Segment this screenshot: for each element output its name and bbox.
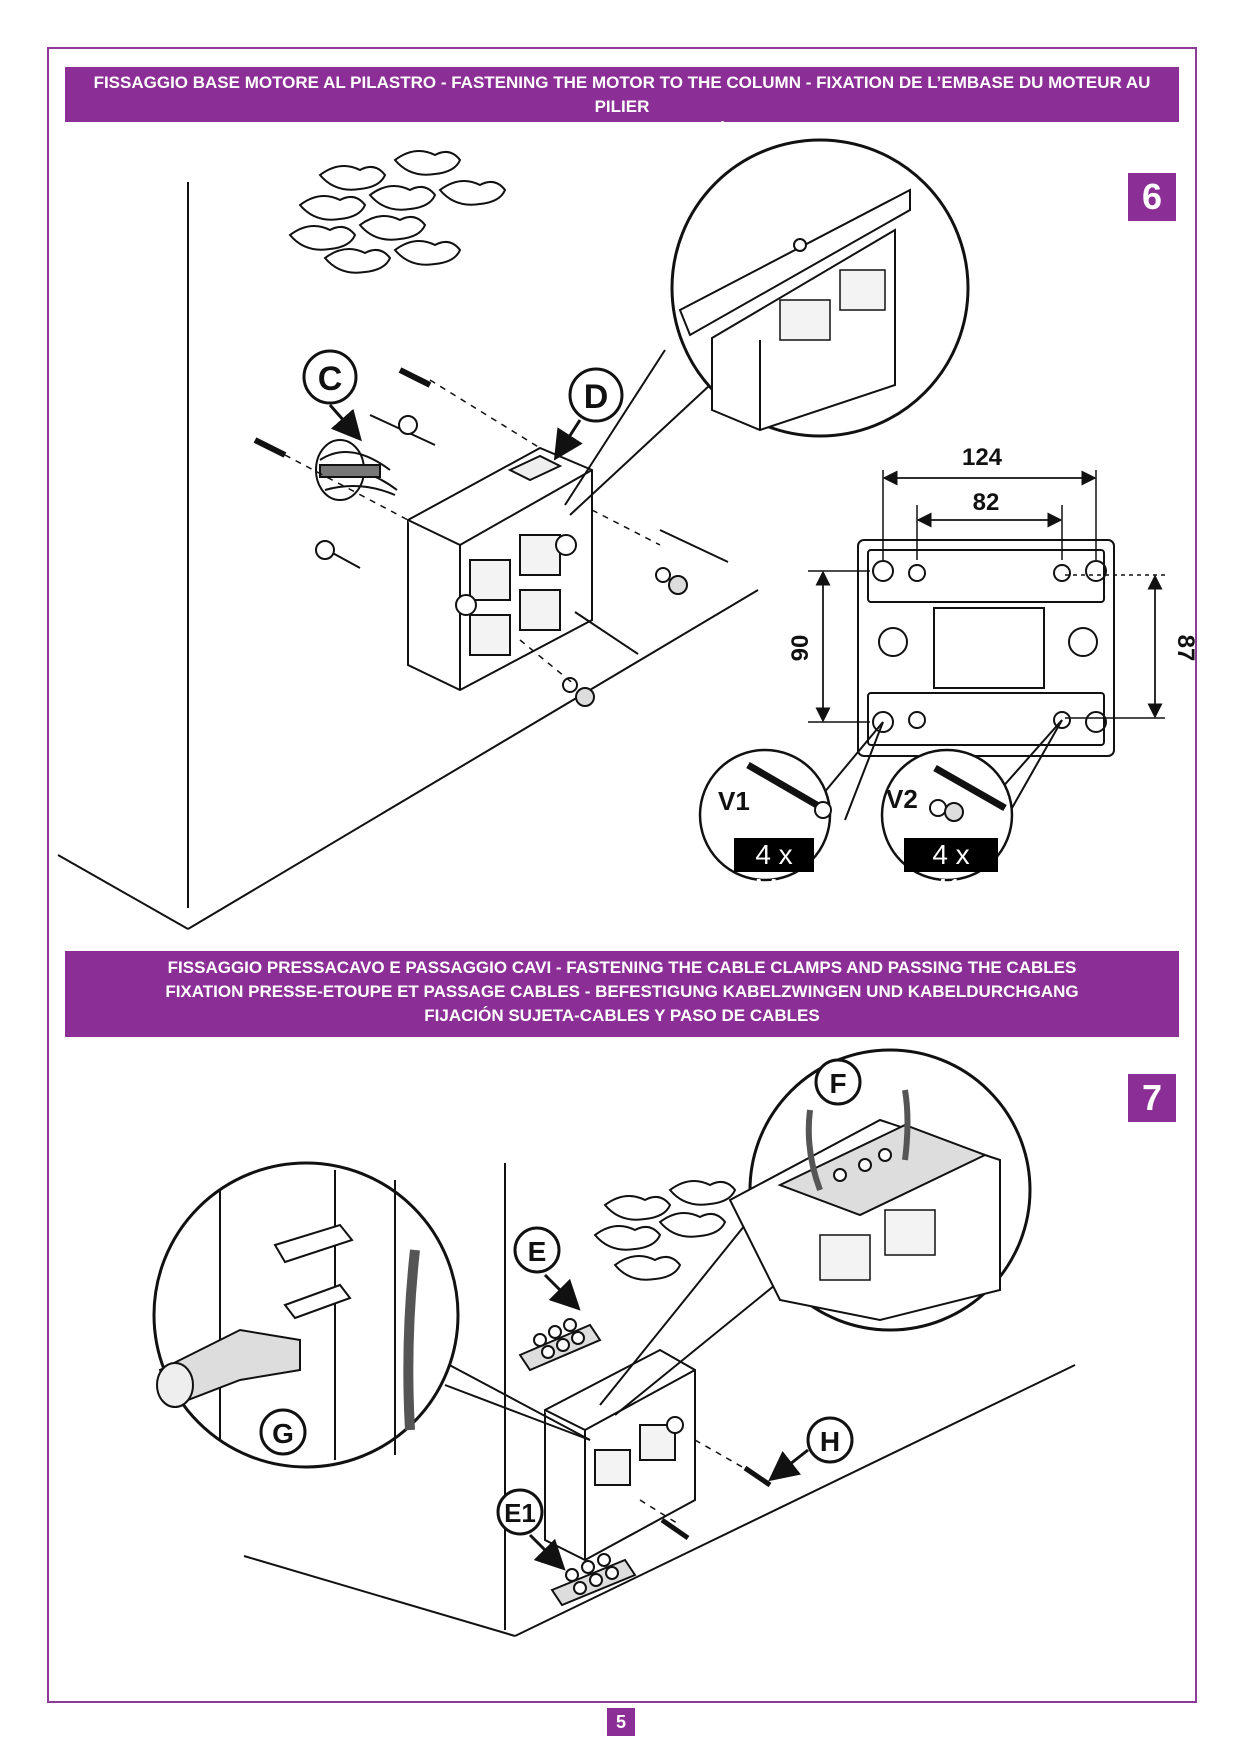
section-6-title-line-2: BEFESTIGUNG DER MOTORGRUNDPLATTE AM PFEI… <box>180 121 1064 140</box>
step-number-6: 6 <box>1128 173 1176 221</box>
cable-bundle <box>315 439 398 501</box>
callout-h-label: H <box>820 1426 840 1457</box>
callout-c-label: C <box>318 360 343 398</box>
section-6-title-banner: FISSAGGIO BASE MOTORE AL PILASTRO - FAST… <box>65 67 1179 140</box>
section-7-title-line-3: FIJACIÓN SUJETA-CABLES Y PASO DE CABLES <box>424 1006 820 1025</box>
section-6-title-line-1: FISSAGGIO BASE MOTORE AL PILASTRO - FAST… <box>93 73 1151 116</box>
screw-v2-spec: 4 x M10 <box>904 838 998 904</box>
base-plate-technical-drawing <box>857 539 1115 757</box>
callout-e: E <box>513 1226 581 1311</box>
section-7-title-line-1: FISSAGGIO PRESSACAVO E PASSAGGIO CAVI - … <box>167 958 1077 977</box>
stone-texture-7 <box>593 1180 737 1281</box>
motor-base-plate <box>407 446 593 692</box>
motor-base-plate-7 <box>544 1348 696 1562</box>
dimension-90: 90 <box>787 635 814 662</box>
callout-g-label: G <box>272 1418 294 1449</box>
magnifier-cable-clamp-detail <box>152 1161 591 1469</box>
callout-f-label: F <box>829 1068 846 1099</box>
dimension-82: 82 <box>973 489 1000 516</box>
column-outline <box>57 182 759 930</box>
cable-gland-e <box>518 1318 602 1372</box>
callout-h: H <box>768 1416 854 1482</box>
callout-e1-label: E1 <box>504 1498 536 1528</box>
callout-d: D <box>553 367 624 461</box>
page-frame <box>47 47 1197 1703</box>
dimension-lines <box>808 470 1165 723</box>
cable-gland-e1 <box>550 1553 637 1607</box>
screw-v2-label: V2 <box>886 784 918 814</box>
section-7-title-line-2: FIXATION PRESSE-ETOUPE ET PASSAGE CABLES… <box>165 982 1079 1001</box>
page-number: 5 <box>607 1708 635 1736</box>
callout-e1: E1 <box>496 1488 566 1571</box>
section-7-title-banner: FISSAGGIO PRESSACAVO E PASSAGGIO CAVI - … <box>65 951 1179 1037</box>
stone-texture-6 <box>288 150 507 274</box>
column-outline-7 <box>243 1163 1076 1637</box>
dimension-87: 87 <box>1172 635 1199 662</box>
step-number-7: 7 <box>1128 1074 1176 1122</box>
magnifier-cable-gland-detail <box>599 1048 1032 1416</box>
callout-g: G <box>259 1408 307 1456</box>
fixing-screws-7 <box>660 1465 772 1541</box>
dashed-alignment-lines-6 <box>284 379 661 686</box>
callout-f: F <box>814 1058 862 1106</box>
callout-e-label: E <box>528 1236 547 1267</box>
callout-d-label: D <box>584 378 609 416</box>
wall-anchors-and-screws <box>253 367 729 707</box>
screw-v1-label: V1 <box>718 786 750 816</box>
screw-v1-spec: 4 x M8 <box>734 838 814 904</box>
dashed-alignment-lines-7 <box>639 1439 766 1526</box>
dimension-124: 124 <box>962 444 1003 471</box>
callout-c: C <box>302 349 362 442</box>
magnifier-level-detail <box>564 138 970 516</box>
